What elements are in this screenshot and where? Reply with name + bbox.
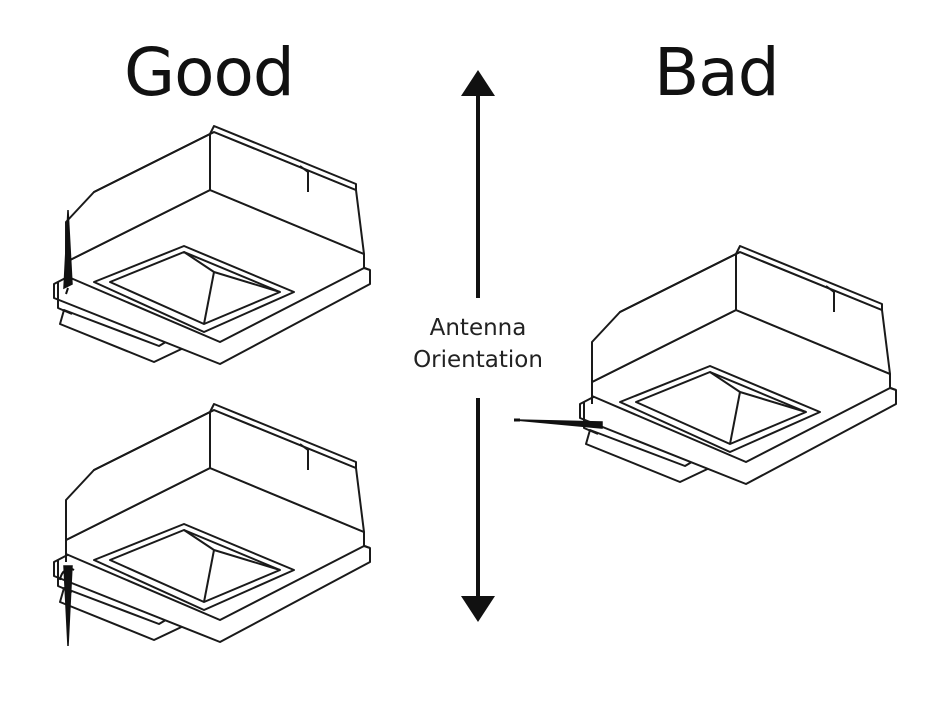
arrow-up-icon: [461, 70, 495, 96]
arrow-down-icon: [461, 596, 495, 622]
bad-heading: Bad: [654, 34, 780, 111]
good-device-antenna-up: [53, 125, 371, 365]
antenna-orientation-label: Antenna Orientation: [396, 312, 560, 376]
orientation-arrow: [461, 70, 495, 622]
good-heading: Good: [124, 34, 295, 111]
bad-device-antenna-horizontal: [514, 245, 897, 485]
antenna-icon: [63, 565, 73, 647]
antenna-icon: [63, 209, 73, 290]
arrow-label-line-1: Antenna: [429, 315, 527, 341]
arrow-label-line-2: Orientation: [413, 347, 543, 373]
good-device-antenna-down: [53, 403, 371, 647]
antenna-icon: [515, 419, 603, 429]
